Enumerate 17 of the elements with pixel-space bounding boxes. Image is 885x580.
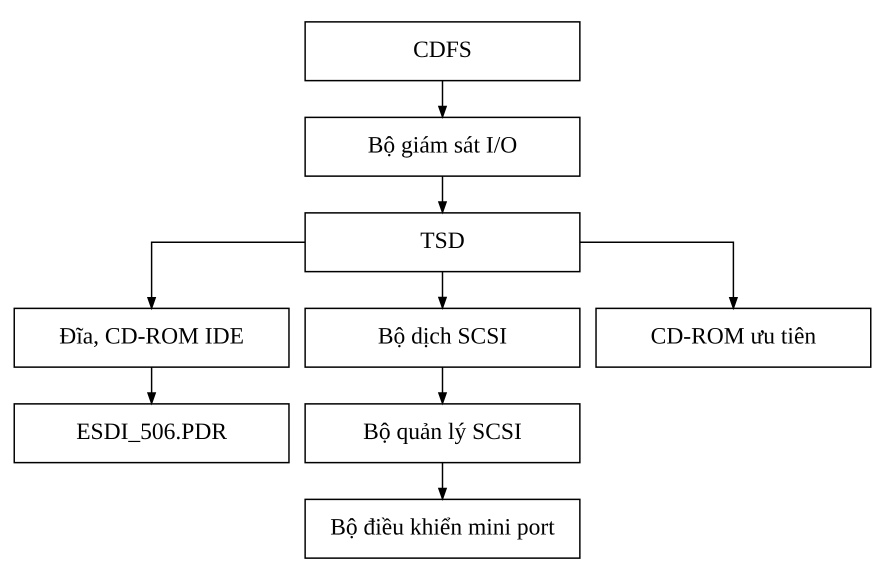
node-box: CDFS <box>304 21 581 82</box>
arrow <box>438 176 448 214</box>
node-box: Bộ quản lý SCSI <box>304 403 581 464</box>
arrow <box>580 242 738 310</box>
node-box: Bộ dịch SCSI <box>304 308 581 368</box>
node-box: ESDI_506.PDR <box>14 403 290 464</box>
arrow <box>438 272 448 310</box>
arrow <box>438 80 448 119</box>
arrow <box>146 242 305 310</box>
node-box: CD-ROM ưu tiên <box>595 308 872 368</box>
node-box: Bộ giám sát I/O <box>304 116 581 177</box>
arrow <box>438 462 448 501</box>
node-box: Bộ điều khiển mini port <box>304 498 581 559</box>
arrow <box>146 367 156 406</box>
node-box: Đĩa, CD-ROM IDE <box>14 308 290 368</box>
node-box: TSD <box>304 212 581 272</box>
arrow <box>438 367 448 406</box>
